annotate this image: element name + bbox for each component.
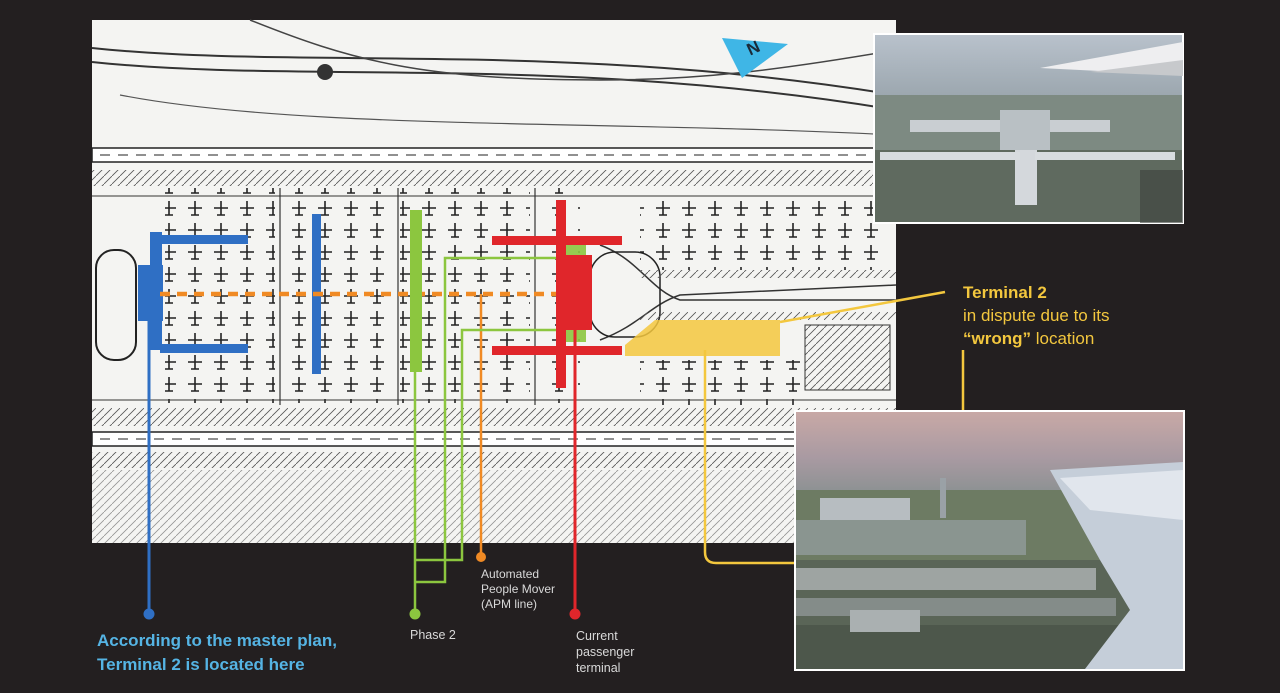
airport-layout-map: [91, 19, 897, 543]
apm-label-line1: Automated: [481, 567, 540, 581]
current-terminal-label-line1: Current: [576, 629, 618, 643]
master-plan-label: According to the master plan, Terminal 2…: [97, 629, 337, 677]
current-terminal-label: Current passenger terminal: [576, 628, 634, 676]
current-terminal-red: [492, 200, 622, 620]
aerial-photo-top: [873, 33, 1184, 224]
terminal-2-wrong: “wrong”: [963, 329, 1031, 348]
current-terminal-label-line3: terminal: [576, 661, 621, 675]
master-plan-label-line2: Terminal 2 is located here: [97, 655, 305, 674]
apm-label-line2: People Mover: [481, 582, 556, 596]
master-plan-label-line1: According to the master plan,: [97, 631, 337, 650]
apm-label-line3: (APM line): [481, 597, 538, 611]
terminal-2-dispute-label: Terminal 2 in dispute due to its “wrong”…: [963, 281, 1109, 350]
terminal-2-location: location: [1031, 329, 1095, 348]
north-arrow-icon: N: [722, 37, 788, 78]
terminal-2-line2: in dispute due to its: [963, 306, 1110, 325]
phase-2-label: Phase 2: [410, 628, 456, 642]
current-terminal-label-line2: passenger: [576, 645, 635, 659]
terminal-2-title: Terminal 2: [963, 283, 1047, 302]
apm-label: Automated People Mover (APM line): [481, 567, 555, 612]
apm-line-orange: [160, 291, 566, 562]
aerial-photo-bottom: [794, 410, 1185, 671]
